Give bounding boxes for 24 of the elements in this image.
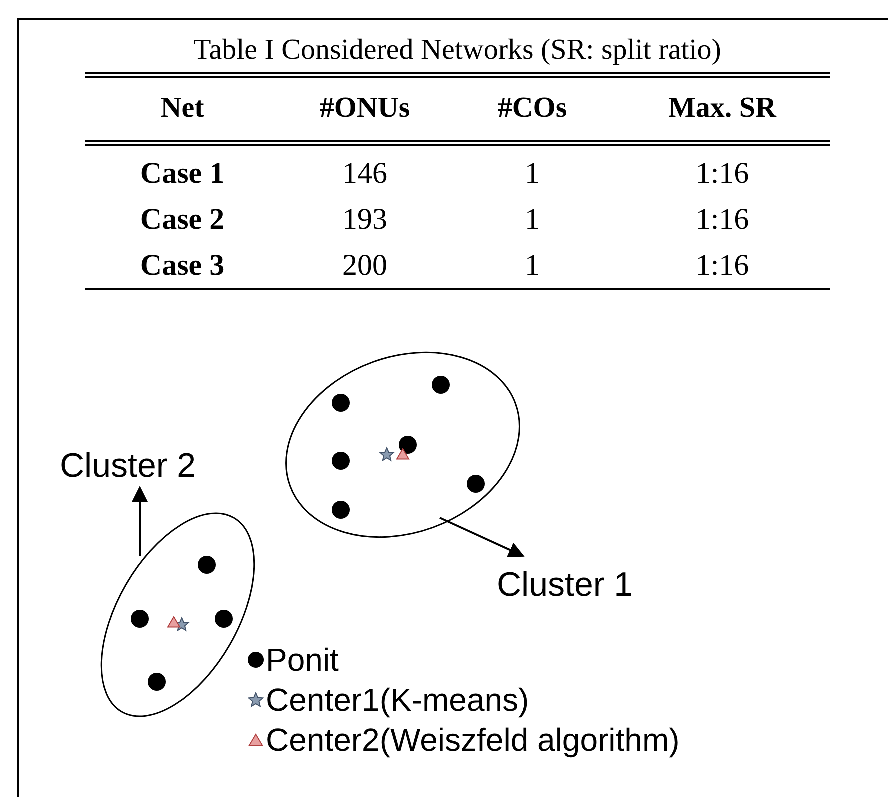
table-cell-text: 200 [342, 248, 388, 284]
table-cell-text: Case 2 [139, 202, 226, 238]
arrow [132, 486, 148, 556]
table-cell-text: 1:16 [694, 202, 750, 238]
table-cell-text: Case 1 [139, 156, 226, 192]
table-cell-text: 1 [524, 156, 541, 192]
legend-text: Center2(Weiszfeld algorithm) [266, 721, 680, 760]
header-cell-text: Net [160, 91, 206, 126]
legend-text: Center1(K-means) [266, 681, 530, 720]
table-cell-text: 1 [524, 248, 541, 284]
legend-text: Ponit [266, 641, 339, 680]
table-cell-text: 193 [342, 202, 388, 238]
header-cell-text: #ONUs [318, 91, 412, 126]
header-cell-text: #COs [496, 91, 568, 126]
table-cell-text: Case 3 [139, 248, 226, 284]
cluster-label: Cluster 2 [60, 446, 196, 486]
cluster-label: Cluster 1 [497, 565, 634, 605]
table-cell-text: 146 [342, 156, 388, 192]
table-title: Table I Considered Networks (SR: split ratio) [192, 33, 722, 68]
arrow [440, 517, 525, 558]
table-cell-text: 1 [524, 202, 541, 238]
header-cell-text: Max. SR [668, 91, 778, 126]
table-cell-text: 1:16 [694, 248, 750, 284]
table-cell-text: 1:16 [694, 156, 750, 192]
